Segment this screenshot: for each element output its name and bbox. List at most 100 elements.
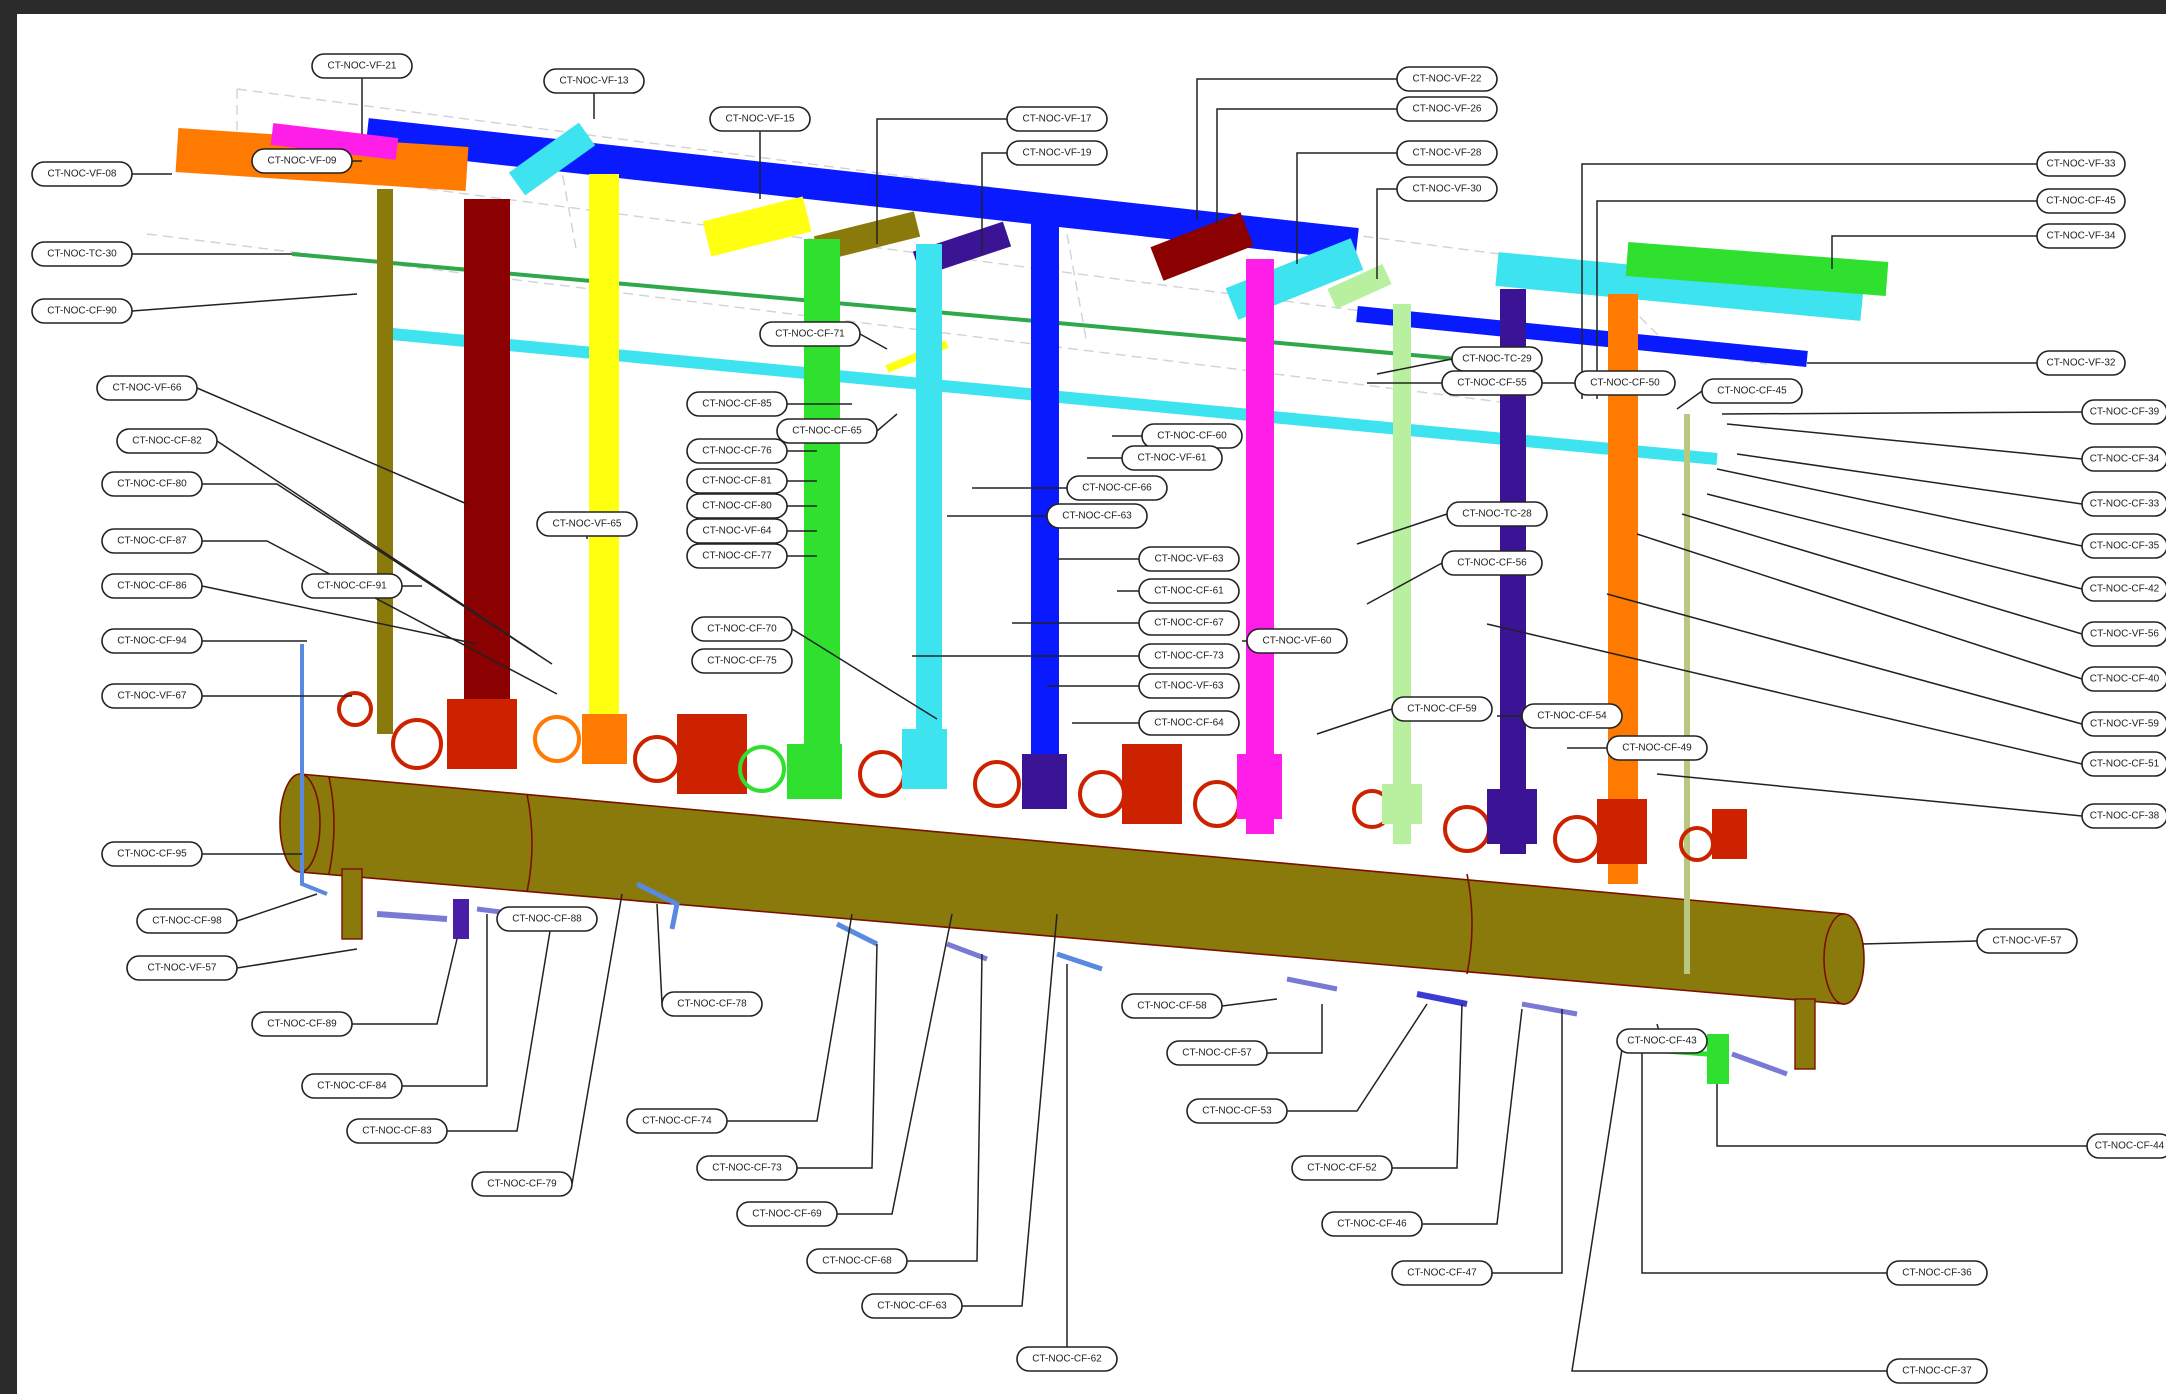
tag-callout[interactable]: CT-NOC-TC-30 (31, 241, 133, 267)
tag-callout[interactable]: CT-NOC-CF-37 (1886, 1358, 1988, 1384)
tag-callout[interactable]: CT-NOC-CF-39 (2081, 399, 2166, 425)
tag-callout[interactable]: CT-NOC-CF-67 (1138, 610, 1240, 636)
tag-callout[interactable]: CT-NOC-VF-57 (126, 955, 238, 981)
tag-callout[interactable]: CT-NOC-CF-63 (1046, 503, 1148, 529)
tag-callout[interactable]: CT-NOC-CF-35 (2081, 533, 2166, 559)
tag-callout[interactable]: CT-NOC-CF-75 (691, 648, 793, 674)
tag-callout[interactable]: CT-NOC-CF-60 (1141, 423, 1243, 449)
tag-callout[interactable]: CT-NOC-CF-45 (1701, 378, 1803, 404)
tag-callout[interactable]: CT-NOC-CF-43 (1616, 1028, 1708, 1054)
tag-callout[interactable]: CT-NOC-VF-64 (686, 518, 788, 544)
tag-callout[interactable]: CT-NOC-CF-77 (686, 543, 788, 569)
tag-callout[interactable]: CT-NOC-VF-63 (1138, 673, 1240, 699)
tag-callout[interactable]: CT-NOC-VF-13 (543, 68, 645, 94)
tag-bubble (1138, 710, 1240, 736)
tag-callout[interactable]: CT-NOC-VF-28 (1396, 140, 1498, 166)
tag-callout[interactable]: CT-NOC-VF-61 (1121, 445, 1223, 471)
tag-callout[interactable]: CT-NOC-VF-34 (2036, 223, 2126, 249)
tag-callout[interactable]: CT-NOC-CF-94 (101, 628, 203, 654)
tag-callout[interactable]: CT-NOC-CF-58 (1121, 993, 1223, 1019)
tag-callout[interactable]: CT-NOC-CF-36 (1886, 1260, 1988, 1286)
tag-callout[interactable]: CT-NOC-CF-85 (686, 391, 788, 417)
tag-callout[interactable]: CT-NOC-CF-90 (31, 298, 133, 324)
tag-callout[interactable]: CT-NOC-VF-67 (101, 683, 203, 709)
tag-callout[interactable]: CT-NOC-CF-45 (2036, 188, 2126, 214)
tag-callout[interactable]: CT-NOC-CF-61 (1138, 578, 1240, 604)
tag-callout[interactable]: CT-NOC-CF-63 (861, 1293, 963, 1319)
tag-callout[interactable]: CT-NOC-CF-73 (696, 1155, 798, 1181)
tag-bubble (1016, 1346, 1118, 1372)
tag-callout[interactable]: CT-NOC-VF-66 (96, 375, 198, 401)
tag-callout[interactable]: CT-NOC-CF-95 (101, 841, 203, 867)
tag-callout[interactable]: CT-NOC-VF-59 (2081, 711, 2166, 737)
tag-callout[interactable]: CT-NOC-CF-70 (691, 616, 793, 642)
tag-callout[interactable]: CT-NOC-VF-63 (1138, 546, 1240, 572)
tag-callout[interactable]: CT-NOC-CF-76 (686, 438, 788, 464)
tag-callout[interactable]: CT-NOC-CF-73 (1138, 643, 1240, 669)
tag-callout[interactable]: CT-NOC-VF-21 (311, 53, 413, 79)
tag-callout[interactable]: CT-NOC-TC-28 (1446, 501, 1548, 527)
tag-callout[interactable]: CT-NOC-CF-81 (686, 468, 788, 494)
tag-callout[interactable]: CT-NOC-CF-50 (1574, 370, 1676, 396)
valves (337, 691, 1747, 864)
tag-callout[interactable]: CT-NOC-VF-22 (1396, 66, 1498, 92)
tag-callout[interactable]: CT-NOC-VF-33 (2036, 151, 2126, 177)
tag-callout[interactable]: CT-NOC-CF-64 (1138, 710, 1240, 736)
tag-callout[interactable]: CT-NOC-VF-15 (709, 106, 811, 132)
tag-callout[interactable]: CT-NOC-CF-79 (471, 1171, 573, 1197)
tag-callout[interactable]: CT-NOC-VF-60 (1246, 628, 1348, 654)
tag-callout[interactable]: CT-NOC-CF-34 (2081, 446, 2166, 472)
tag-callout[interactable]: CT-NOC-CF-51 (2081, 751, 2166, 777)
tag-bubble (1046, 503, 1148, 529)
tag-callout[interactable]: CT-NOC-CF-46 (1321, 1211, 1423, 1237)
tag-callout[interactable]: CT-NOC-CF-66 (1066, 475, 1168, 501)
tag-callout[interactable]: CT-NOC-CF-62 (1016, 1346, 1118, 1372)
tag-bubble (1606, 735, 1708, 761)
tag-callout[interactable]: CT-NOC-VF-26 (1396, 96, 1498, 122)
tag-callout[interactable]: CT-NOC-CF-68 (806, 1248, 908, 1274)
tag-callout[interactable]: CT-NOC-CF-74 (626, 1108, 728, 1134)
tag-callout[interactable]: CT-NOC-VF-30 (1396, 176, 1498, 202)
tag-callout[interactable]: CT-NOC-CF-56 (1441, 550, 1543, 576)
tag-callout[interactable]: CT-NOC-CF-98 (136, 908, 238, 934)
tag-callout[interactable]: CT-NOC-CF-38 (2081, 803, 2166, 829)
tag-callout[interactable]: CT-NOC-CF-33 (2081, 491, 2166, 517)
tag-callout[interactable]: CT-NOC-VF-09 (251, 148, 353, 174)
tag-callout[interactable]: CT-NOC-CF-49 (1606, 735, 1708, 761)
tag-callout[interactable]: CT-NOC-CF-44 (2086, 1133, 2166, 1159)
tag-callout[interactable]: CT-NOC-CF-83 (346, 1118, 448, 1144)
tag-callout[interactable]: CT-NOC-VF-56 (2081, 621, 2166, 647)
tag-callout[interactable]: CT-NOC-CF-82 (116, 428, 218, 454)
tag-callout[interactable]: CT-NOC-VF-65 (536, 511, 638, 537)
tag-callout[interactable]: CT-NOC-CF-89 (251, 1011, 353, 1037)
tag-callout[interactable]: CT-NOC-CF-87 (101, 528, 203, 554)
tag-callout[interactable]: CT-NOC-CF-52 (1291, 1155, 1393, 1181)
tag-callout[interactable]: CT-NOC-VF-32 (2036, 350, 2126, 376)
tag-callout[interactable]: CT-NOC-CF-55 (1441, 370, 1543, 396)
tag-callout[interactable]: CT-NOC-VF-17 (1006, 106, 1108, 132)
tag-callout[interactable]: CT-NOC-CF-91 (301, 573, 403, 599)
tag-callout[interactable]: CT-NOC-VF-57 (1976, 928, 2078, 954)
tag-callout[interactable]: CT-NOC-CF-84 (301, 1073, 403, 1099)
tag-callout[interactable]: CT-NOC-CF-71 (759, 321, 861, 347)
tag-callout[interactable]: CT-NOC-VF-19 (1006, 140, 1108, 166)
tag-callout[interactable]: CT-NOC-CF-86 (101, 573, 203, 599)
tag-callout[interactable]: CT-NOC-CF-42 (2081, 576, 2166, 602)
tag-callout[interactable]: CT-NOC-CF-59 (1391, 696, 1493, 722)
tag-callout[interactable]: CT-NOC-VF-08 (31, 161, 133, 187)
tag-callout[interactable]: CT-NOC-CF-80 (101, 471, 203, 497)
tag-callout[interactable]: CT-NOC-CF-57 (1166, 1040, 1268, 1066)
tag-callout[interactable]: CT-NOC-CF-47 (1391, 1260, 1493, 1286)
tag-callout[interactable]: CT-NOC-CF-69 (736, 1201, 838, 1227)
leader-line (202, 540, 558, 695)
tag-callout[interactable]: CT-NOC-CF-78 (661, 991, 763, 1017)
tag-callout[interactable]: CT-NOC-TC-29 (1451, 346, 1543, 372)
tag-callout[interactable]: CT-NOC-CF-88 (496, 906, 598, 932)
tag-callout[interactable]: CT-NOC-CF-65 (776, 418, 878, 444)
tag-callout[interactable]: CT-NOC-CF-80 (686, 493, 788, 519)
tag-callout[interactable]: CT-NOC-CF-40 (2081, 666, 2166, 692)
tag-callout[interactable]: CT-NOC-CF-53 (1186, 1098, 1288, 1124)
tag-bubble (543, 68, 645, 94)
tag-callout[interactable]: CT-NOC-CF-54 (1521, 703, 1623, 729)
